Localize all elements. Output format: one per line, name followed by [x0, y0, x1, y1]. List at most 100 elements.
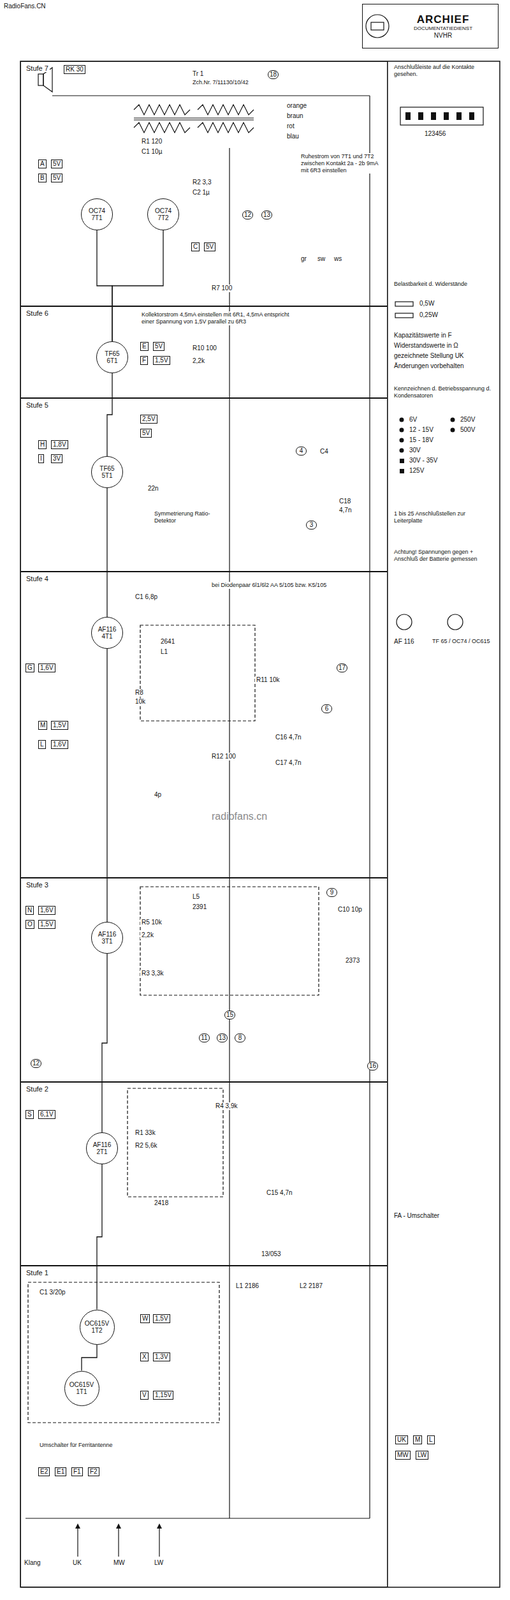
note-text: 1 bis 25 Anschlußstellen zur Leiterplatt… [392, 510, 495, 525]
transistor-label: 1T2 [91, 1326, 102, 1334]
wire [369, 95, 370, 1518]
transformer-winding [197, 122, 254, 133]
component-label: C17 4,7n [274, 758, 303, 767]
component-label: MW [112, 1558, 127, 1566]
component-label: 12 - 15V [408, 425, 435, 434]
value-cell: F [140, 355, 148, 365]
component-label: TF 65 / OC74 / OC615 [430, 637, 492, 645]
stamp-logo [365, 14, 389, 38]
antenna-arrow [77, 1526, 78, 1556]
stage-label: Stufe 2 [24, 1084, 50, 1093]
callout-number: 3 [306, 520, 317, 530]
component-label: gezeichnete Stellung UK [392, 351, 466, 360]
resistor-symbol [395, 301, 414, 306]
stamp-logo [371, 22, 384, 30]
note-text: bei Diodenpaar 6l1/6l2 AA 5/105 bzw. K5/… [210, 581, 332, 589]
voltage-mark [399, 468, 405, 474]
component-label: R11 10k [255, 675, 282, 684]
value-cell: E [140, 341, 149, 351]
value-cell: I [38, 453, 44, 463]
stamp-text: NVHR [434, 31, 452, 40]
component-label: R7 100 [210, 284, 234, 292]
callout-number: 17 [336, 663, 348, 672]
value-cell: 5V [51, 159, 63, 169]
antenna-arrow [116, 1522, 122, 1528]
component-label: R3 3,3k [140, 969, 165, 977]
component-label: Änderungen vorbehalten [392, 362, 466, 370]
transistor-label: OC615V [69, 1380, 94, 1388]
note-text: Umschalter für Ferritantenne [38, 1440, 134, 1448]
transistor-label: TF65 [104, 349, 120, 358]
value-cell: 3V [51, 453, 63, 463]
transistor-label: 1T1 [75, 1387, 87, 1395]
value-cell: 1,8V [51, 439, 69, 449]
resistor-symbol [395, 313, 414, 318]
transistor-symbol: TF655T1 [91, 455, 124, 488]
callout-number: 11 [198, 1032, 210, 1042]
voltage-mark [399, 427, 405, 433]
value-cell: MW [395, 1449, 411, 1459]
connector-pin [430, 112, 437, 120]
value-cell: 1,6V [38, 663, 56, 672]
value-cell: 1,6V [51, 739, 69, 749]
signal-wire [96, 1163, 102, 1309]
note-text: Symmetrierung Ratio-Detektor [153, 510, 224, 525]
stage-label: Stufe 7 [24, 64, 50, 73]
component-label: Klang [22, 1558, 43, 1566]
value-cell: RK 30 [63, 65, 86, 74]
transistor-symbol: AF1164T1 [91, 616, 124, 649]
note-text: Achtung! Spannungen gegen + Anschluß der… [392, 548, 495, 563]
component-label: 4,7n [337, 506, 353, 514]
component-label: sw [316, 255, 327, 263]
stage-band: Stufe 2AF1162T1 [20, 1081, 388, 1265]
speaker-symbol [38, 73, 44, 86]
callout-number: 9 [326, 887, 338, 897]
value-cell: 1,5V [153, 1313, 171, 1323]
value-cell: 1,5V [38, 919, 56, 929]
component-label: 2,2k [191, 357, 206, 365]
component-label: R10 100 [191, 344, 219, 352]
value-cell: 1,15V [153, 1389, 174, 1399]
component-label: 0,5W [418, 299, 436, 308]
stage-band: Stufe 1OC615V1T2OC615V1T1 [20, 1264, 388, 1587]
value-cell: 2,5V [140, 414, 158, 424]
component-label: C18 [337, 497, 352, 505]
transistor-label: AF116 [93, 1140, 112, 1149]
transistor-symbol: OC615V1T1 [64, 1369, 100, 1406]
value-cell: G [25, 663, 35, 672]
stamp-text: ARCHIEF [416, 13, 470, 27]
antenna-arrow [75, 1522, 81, 1528]
value-cell: L [427, 1434, 435, 1444]
value-cell: F1 [71, 1466, 83, 1476]
connector-pin [405, 112, 411, 120]
transformer-winding [133, 104, 190, 115]
component-label: 2641 [159, 637, 176, 646]
signal-wire [96, 230, 113, 342]
component-label: 30V [408, 446, 423, 454]
value-cell: V [140, 1389, 149, 1399]
callout-number: 16 [367, 1060, 379, 1070]
component-label: L2 2187 [298, 1281, 324, 1290]
transistor-label: OC615V [84, 1318, 110, 1327]
connector-pin [418, 112, 424, 120]
stage-label: Stufe 6 [24, 309, 50, 317]
component-label: LW [153, 1558, 165, 1566]
component-label: R1 120 [140, 137, 164, 146]
component-label: 0,25W [418, 311, 440, 319]
transformer-core [133, 117, 254, 118]
voltage-mark [399, 458, 405, 463]
note-text: Kollektorstrom 4,5mA einstellen mit 6R1,… [140, 311, 294, 326]
callout-number: 18 [267, 70, 279, 80]
transistor-symbol: TF656T1 [96, 341, 129, 373]
component-label: L1 [159, 647, 169, 656]
component-label: 500V [459, 425, 477, 434]
component-label: 13/053 [260, 1249, 283, 1258]
shield-can [140, 624, 255, 721]
component-label: C4 [318, 447, 330, 456]
value-cell: L [38, 739, 46, 749]
component-label: R12 100 [210, 752, 238, 760]
value-cell: 1,3V [153, 1351, 171, 1361]
component-label: C1 3/20p [38, 1287, 67, 1296]
transistor-label: 4T1 [101, 632, 113, 641]
shield-can [127, 1087, 224, 1196]
